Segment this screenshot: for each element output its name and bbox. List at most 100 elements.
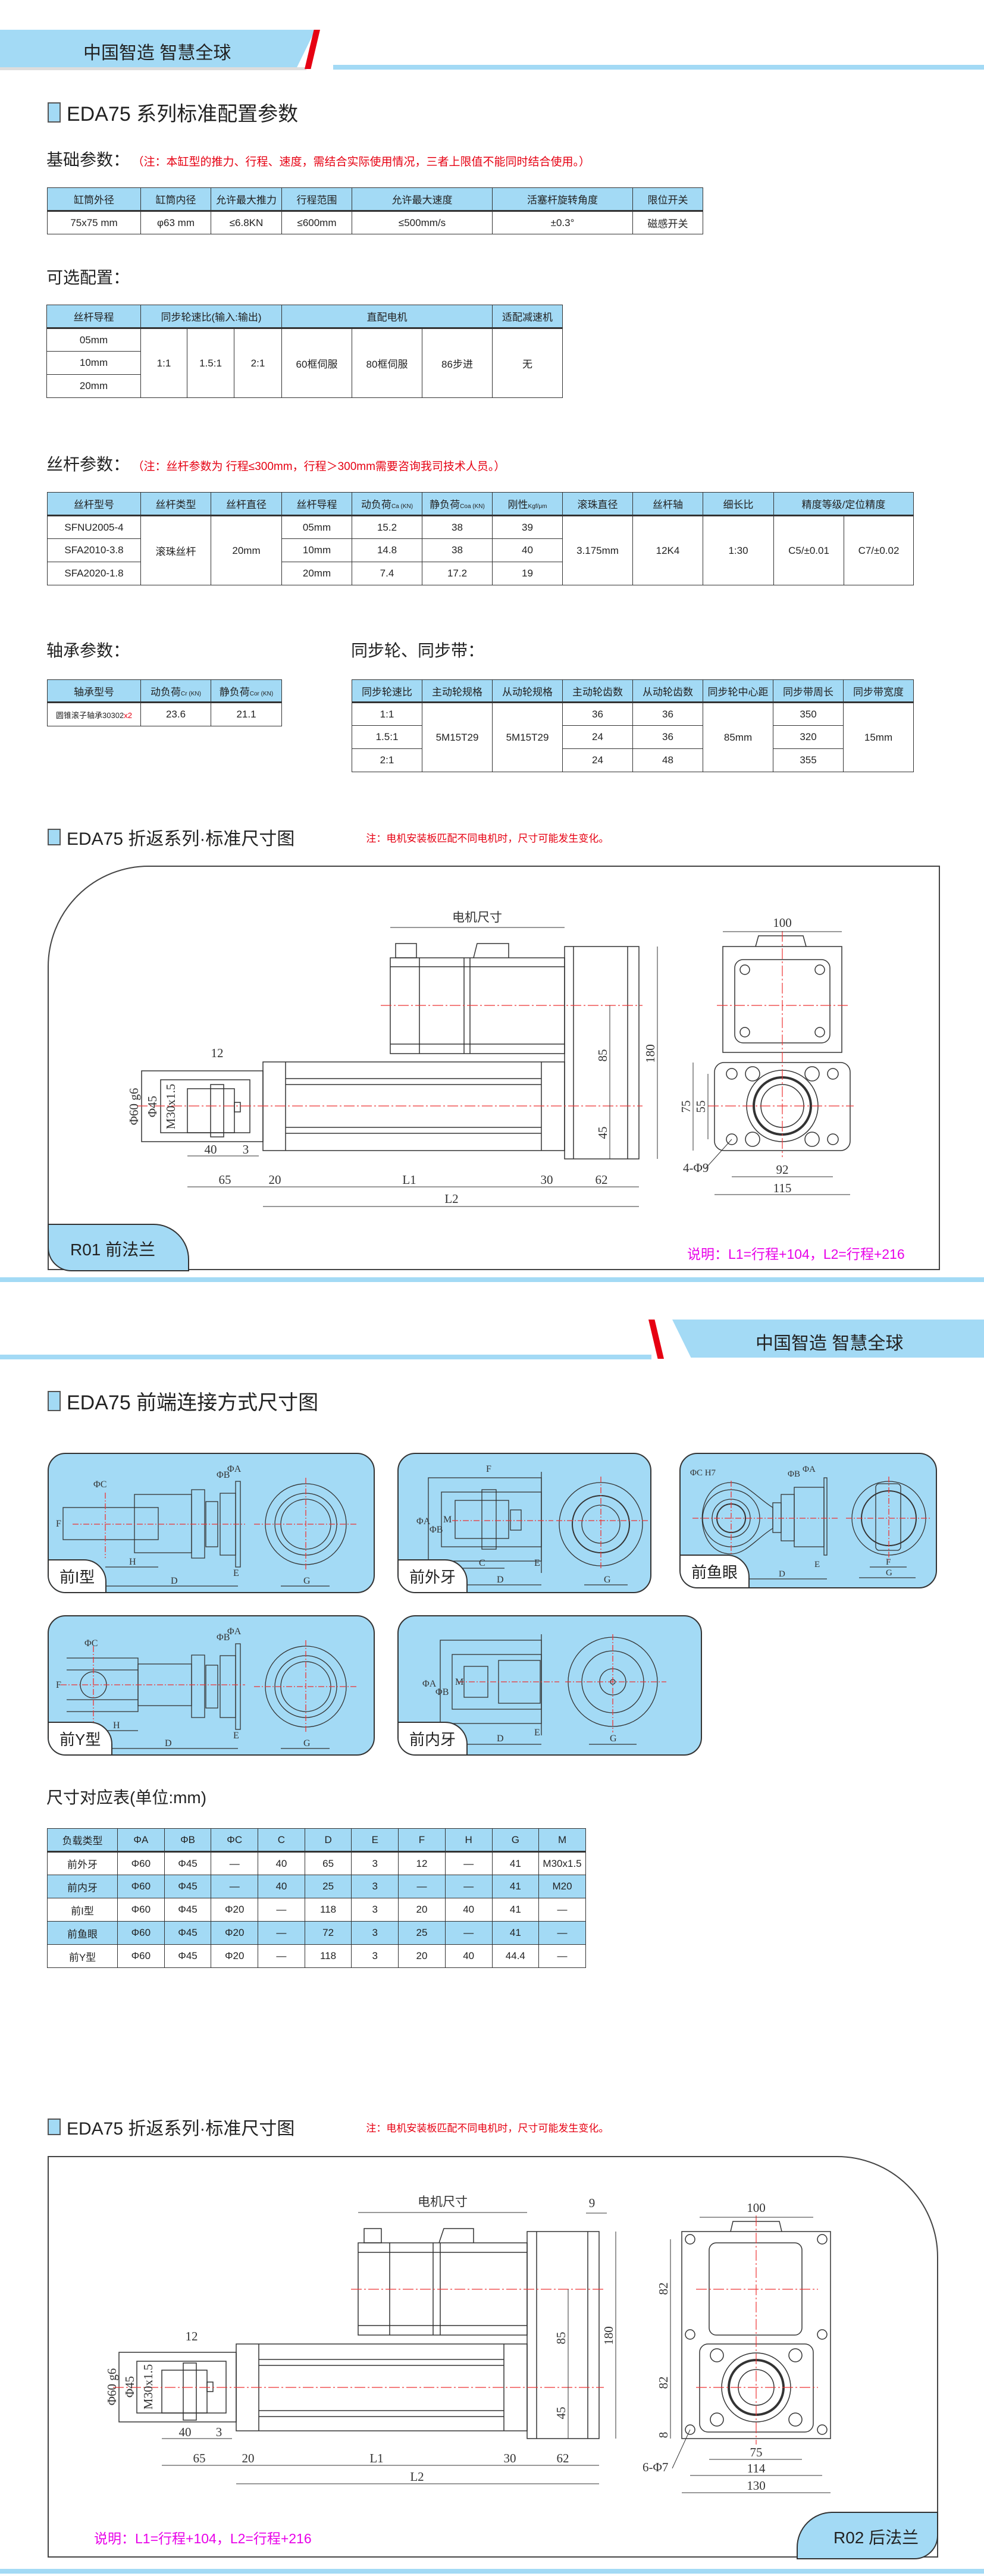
dim-label: 100 [747, 2201, 766, 2215]
header-line [333, 65, 984, 70]
dim-table-label: 尺寸对应表(单位:mm) [46, 1788, 207, 1807]
cell: 19 [492, 562, 563, 585]
dim-letter: H [129, 1557, 136, 1567]
cell: — [444, 1921, 493, 1945]
connection-label: 前外牙 [399, 1559, 468, 1592]
cell: 41 [491, 1921, 540, 1945]
cell: 3 [351, 1898, 399, 1922]
cell: SFA2020-1.8 [47, 562, 141, 585]
header-cell: 适配减速机 [492, 305, 563, 329]
dim-label: 4-Φ9 [683, 1161, 709, 1175]
header-cell: 动负荷Cr (KN) [140, 679, 211, 703]
cell: C7/±0.02 [843, 515, 914, 585]
dim-letter: M [443, 1515, 452, 1525]
header-cell: 允许最大速度 [352, 187, 493, 212]
cell: 75x75 mm [47, 211, 141, 234]
cell: 24 [562, 748, 633, 772]
dim-letter: E [534, 1558, 540, 1568]
header-cell: 静负荷Coa (KN) [422, 492, 493, 516]
cell: 10mm [281, 538, 352, 562]
header-cell: 同步带宽度 [843, 679, 914, 703]
dim-label: 45 [596, 1127, 610, 1139]
table-row: 圆锥滚子轴承30302x2 23.6 21.1 [47, 702, 282, 726]
cell: 60框伺服 [281, 328, 352, 398]
header-cell: 丝杆导程 [46, 305, 141, 329]
header-cell: 静负荷Cor (KN) [211, 679, 282, 703]
cell: 圆锥滚子轴承30302x2 [47, 702, 141, 726]
title-square-icon [48, 1390, 61, 1411]
dim-letter: E [814, 1560, 820, 1569]
cell: — [398, 1875, 446, 1898]
cell: 05mm [281, 515, 352, 539]
front-y-drawing: ΦC F H D ΦB ΦA E G [56, 1627, 358, 1749]
cell: 20mm [211, 515, 282, 585]
cell: 41 [491, 1898, 540, 1922]
dim-letter: G [604, 1575, 611, 1585]
dim-letter: F [56, 1519, 61, 1529]
dim-label: 40 [205, 1142, 217, 1157]
section-title-connections: EDA75 前端连接方式尺寸图 [48, 1386, 318, 1415]
dim-letter: ΦA [227, 1464, 242, 1474]
drawing-panel-r01: 电机尺寸 100 12 Φ60 g6 Φ45 M30x1.5 40 3 65 2… [48, 866, 940, 1271]
cell: 3 [351, 1944, 399, 1968]
timing-table: 同步轮速比 主动轮规格 从动轮规格 主动轮齿数 从动轮齿数 同步轮中心距 同步带… [352, 679, 914, 772]
label-text: 基础参数： [46, 151, 130, 169]
bearing-table: 轴承型号 动负荷Cr (KN) 静负荷Cor (KN) 圆锥滚子轴承30302x… [47, 679, 282, 726]
tag-r01: R01 前法兰 [48, 1224, 189, 1271]
drawing-panel-r02: 电机尺寸 9 100 12 Φ60 g6 Φ45 M30x1.5 40 3 65… [48, 2156, 938, 2559]
dim-letter: ΦB [430, 1525, 443, 1535]
dim-label: 85 [554, 2332, 568, 2345]
dim-label: 180 [601, 2326, 616, 2345]
header-cell: D [304, 1828, 352, 1853]
dim-letter: G [303, 1576, 311, 1586]
drawing-explain: 说明：L1=行程+104，L2=行程+216 [94, 2531, 312, 2546]
header-cell: 直配电机 [281, 305, 493, 329]
optional-config-label: 可选配置： [46, 268, 130, 287]
header-cell: 同步轮速比 [352, 679, 422, 703]
dim-label: Φ60 g6 [105, 2368, 119, 2406]
section-title-drawing2: EDA75 折返系列·标准尺寸图 注：电机安装板匹配不同电机时，尺寸可能发生变化… [48, 2114, 609, 2140]
basic-params-table: 缸筒外径 缸筒内径 允许最大推力 行程范围 允许最大速度 活塞杆旋转角度 限位开… [47, 187, 703, 234]
cell: 320 [773, 725, 844, 749]
cell: — [258, 1944, 305, 1968]
cell: Φ20 [211, 1898, 259, 1922]
header-cell: 从动轮齿数 [632, 679, 703, 703]
cell: Φ45 [164, 1851, 212, 1875]
dim-label: 62 [596, 1173, 608, 1187]
dim-letter: ΦB [217, 1632, 230, 1643]
cell: — [538, 1921, 586, 1945]
cell: 25 [304, 1875, 352, 1898]
dim-label: L1 [402, 1173, 416, 1187]
cell: 15mm [843, 702, 914, 772]
cell: Φ60 [117, 1921, 165, 1945]
header-cell: 负载类型 [47, 1828, 118, 1853]
dim-label: 100 [773, 916, 792, 930]
dim-label: 114 [747, 2461, 766, 2475]
header-cell: G [491, 1828, 540, 1853]
connection-panel-front-y: ΦC F H D ΦB ΦA E G 前Y型 [48, 1615, 375, 1756]
header-cell: ΦB [164, 1828, 212, 1853]
cell: 118 [304, 1944, 352, 1968]
cell: 48 [632, 748, 703, 772]
table-row: SFNU2005-4 滚珠丝杆 20mm 05mm 15.2 38 39 3.1… [47, 515, 914, 585]
header-cell: 轴承型号 [47, 679, 141, 703]
cell: 3 [351, 1875, 399, 1898]
cell: 40 [258, 1851, 305, 1875]
dim-letter: M [455, 1677, 463, 1687]
dim-label: L1 [369, 2451, 383, 2465]
connection-panel-front-fisheye: ΦC H7 ΦB ΦA E D F G 前鱼眼 [679, 1453, 937, 1588]
cell: 磁感开关 [632, 211, 703, 234]
cell: 36 [632, 725, 703, 749]
header-cell: 允许最大推力 [211, 187, 282, 212]
dim-label: 12 [211, 1046, 224, 1060]
dim-label: 9 [589, 2196, 596, 2210]
dim-letter: F [886, 1557, 891, 1567]
cell: — [258, 1898, 305, 1922]
cell: 17.2 [422, 562, 493, 585]
cell: 20mm [281, 562, 352, 585]
screw-params-table: 丝杆型号 丝杆类型 丝杆直径 丝杆导程 动负荷Ca (KN) 静负荷Coa (K… [47, 492, 914, 585]
screw-params-label: 丝杆参数：（注：丝杆参数为 行程≤300mm，行程＞300mm需要咨询我司技术人… [46, 452, 505, 475]
dim-label: 115 [773, 1181, 792, 1195]
header-cell: 丝杆直径 [211, 492, 282, 516]
